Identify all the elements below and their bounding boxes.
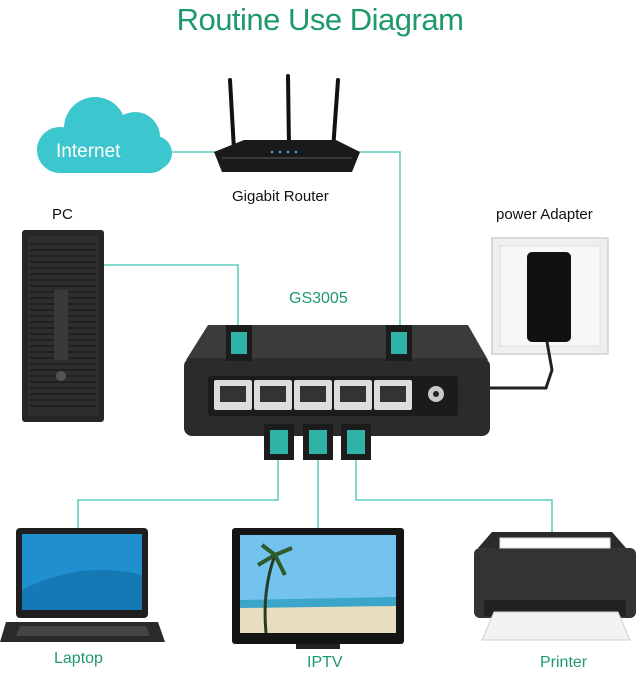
printer-label: Printer	[540, 654, 588, 671]
switch-laptop-link	[77, 460, 279, 528]
ethernet-plug-iptv	[303, 424, 333, 460]
pc-tower-icon	[22, 230, 104, 422]
ethernet-plug-printer	[341, 424, 371, 460]
cloud-icon	[37, 97, 172, 173]
ethernet-plug-laptop	[264, 424, 294, 460]
laptop-icon	[0, 528, 165, 642]
router-label: Gigabit Router	[232, 188, 329, 205]
tv-icon	[232, 528, 404, 649]
iptv-label: IPTV	[307, 654, 343, 671]
switch-label: GS3005	[289, 290, 348, 307]
switch-icon	[184, 325, 490, 436]
diagram-title: Routine Use Diagram	[176, 2, 464, 37]
ethernet-plug-pc	[226, 325, 252, 361]
ethernet-plug-router	[386, 325, 412, 361]
printer-icon	[474, 532, 636, 641]
pc-label: PC	[52, 206, 73, 223]
ethernet-plugs	[226, 325, 412, 460]
power-adapter-icon	[470, 237, 609, 390]
switch-printer-link	[355, 460, 553, 532]
connection-lines	[77, 151, 553, 532]
pc-switch-link	[104, 264, 239, 325]
power-adapter-label: power Adapter	[496, 206, 593, 223]
laptop-label: Laptop	[54, 650, 103, 667]
router-switch-link	[355, 151, 401, 325]
router-icon	[214, 74, 360, 172]
internet-label: Internet	[56, 141, 121, 162]
